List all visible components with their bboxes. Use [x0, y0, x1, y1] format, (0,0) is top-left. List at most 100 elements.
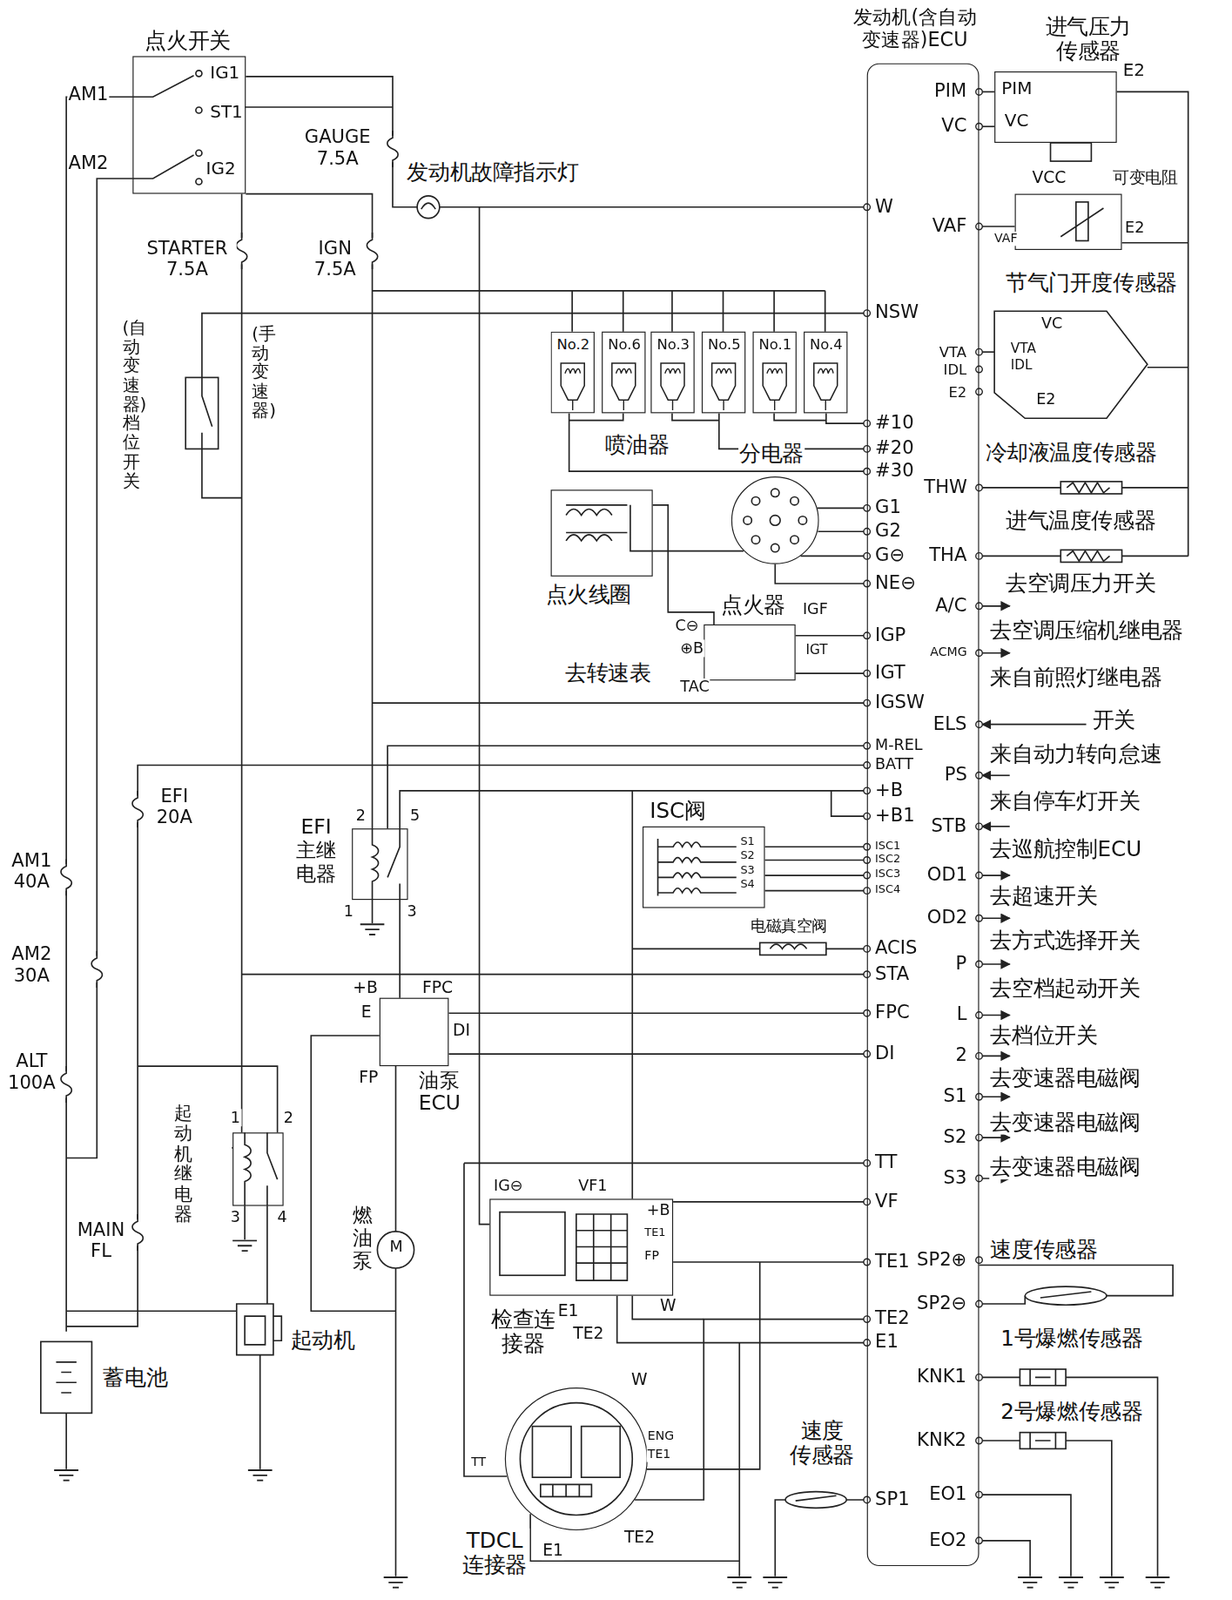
label-text: 来自前照灯继电器 [989, 665, 1163, 690]
wiring-rect [760, 942, 827, 955]
label-text: 发动机(含自动变速器)ECU [842, 6, 988, 51]
wiring-path [658, 838, 737, 896]
label-text: E2 [1124, 219, 1146, 237]
injector-box: No.1 [752, 331, 796, 414]
label-text: No.4 [808, 335, 844, 352]
igniter-box: 点火器C⊖⊕BIGFIGTTAC [703, 624, 795, 680]
wiring-path [979, 1055, 1010, 1057]
label-text: E2 [1122, 60, 1147, 81]
wiring-path [1040, 1291, 1092, 1298]
label-text: W [630, 1369, 649, 1389]
label-text: TE2 [874, 1307, 911, 1329]
label-text: VAF [930, 215, 968, 236]
label-text: 进气压力传感器 [1041, 13, 1136, 64]
sensor-box: VCCVAFE2 [1015, 194, 1123, 250]
wiring-use [712, 363, 736, 411]
label-text: DI [874, 1042, 896, 1064]
label-text: IGF [801, 600, 829, 619]
wiring-circle [195, 107, 202, 114]
label-text: ISC2 [874, 852, 903, 866]
label-text: +B1 [874, 804, 916, 826]
sensor-box: 进气压力传感器PIMVCE2 [994, 71, 1118, 143]
label-text: 去变速器电磁阀 [989, 1065, 1142, 1091]
wiring-use [248, 1469, 273, 1481]
wiring-use [386, 130, 399, 168]
label-text: IDL [1009, 357, 1034, 373]
label-text: KNK1 [915, 1366, 968, 1387]
wiring-use [762, 1576, 788, 1588]
wiring-path [242, 973, 868, 976]
wiring-path [982, 774, 1010, 776]
label-text: PIM [1000, 78, 1033, 99]
wire-connector [634, 1319, 868, 1500]
label-text: ACIS [874, 937, 919, 959]
label-text: 2 [355, 807, 368, 825]
injector-box: No.4 [803, 331, 848, 414]
wiring-path [1066, 551, 1110, 562]
wiring-use [53, 1469, 79, 1481]
wiring-path [632, 1295, 704, 1320]
wiring-circle [743, 516, 752, 525]
label-text: 3 [229, 1208, 243, 1226]
label-text: ST1 [208, 101, 244, 122]
wiring-path [1030, 1432, 1056, 1449]
label-text: #30 [874, 459, 916, 481]
wiring-use [660, 363, 685, 411]
wiring-path [395, 1065, 398, 1576]
label-text: 2号爆燃传感器 [999, 1399, 1145, 1424]
wiring-path [979, 874, 1010, 876]
label-text: 5 [409, 807, 422, 825]
label-text: TE1 [643, 1225, 667, 1239]
label-text: 进气温度传感器 [1004, 507, 1158, 532]
label-text: 去变速器电磁阀 [989, 1154, 1142, 1179]
label-text: E2 [1035, 390, 1057, 409]
label-text: S1 [739, 834, 756, 849]
label-text: 去巡航控制ECU [989, 836, 1143, 862]
wiring-path [259, 1354, 262, 1469]
label-text: PS [943, 763, 969, 785]
wire-connector [387, 745, 868, 829]
label-text: 去空调压缩机继电器 [989, 618, 1185, 643]
wiring-path [201, 377, 213, 449]
label-text: MAIN FL [73, 1218, 128, 1261]
wire-connector [241, 194, 243, 1133]
wiring-path [66, 96, 133, 1331]
label-text: OD2 [926, 906, 970, 928]
wiring-use [1099, 1576, 1125, 1588]
label-text: AM2 [67, 153, 109, 175]
vertical-label: (自动变速器)档位开关 [122, 317, 141, 490]
label-text: TAC [679, 678, 711, 696]
wiring-use [235, 232, 249, 270]
label-text: 节气门开度传感器 [1004, 269, 1179, 295]
label-text: 去空调压力开关 [1004, 571, 1158, 596]
wiring-use [1058, 1576, 1084, 1588]
wiring-path [982, 723, 1086, 726]
wiring-rect [1050, 142, 1092, 162]
wiring-path [244, 106, 393, 108]
label-text: 去空档起动开关 [989, 976, 1142, 1001]
wiring-path [132, 75, 194, 179]
label-text: STARTER 7.5A [137, 237, 237, 280]
wiring-path [1060, 208, 1104, 237]
label-text: No.3 [655, 335, 691, 352]
label-text: E [360, 1002, 373, 1022]
label-text: 起动机 [289, 1327, 357, 1353]
label-text: VC [1040, 315, 1064, 333]
label-text: W [659, 1296, 678, 1316]
wiring-path [372, 701, 868, 704]
label-text: AM2 30A [4, 943, 60, 986]
label-text: 检查连接器 [488, 1306, 559, 1357]
label-text: 去档位开关 [989, 1023, 1098, 1048]
label-text: IG1 [208, 63, 241, 84]
label-text: ENG [646, 1428, 676, 1443]
label-text: AM1 [67, 83, 109, 105]
label-text: TDCL 连接器 [459, 1528, 530, 1578]
wiring-path [979, 916, 1010, 919]
label-text: S3 [942, 1166, 968, 1188]
wiring-path [421, 202, 436, 209]
wiring-path [632, 790, 867, 1199]
wiring-rect [1019, 1432, 1066, 1449]
label-text: 去超速开关 [989, 882, 1098, 908]
label-text: 开关 [1090, 707, 1137, 733]
relay-box: EFI 主继电器2513 [351, 828, 408, 900]
